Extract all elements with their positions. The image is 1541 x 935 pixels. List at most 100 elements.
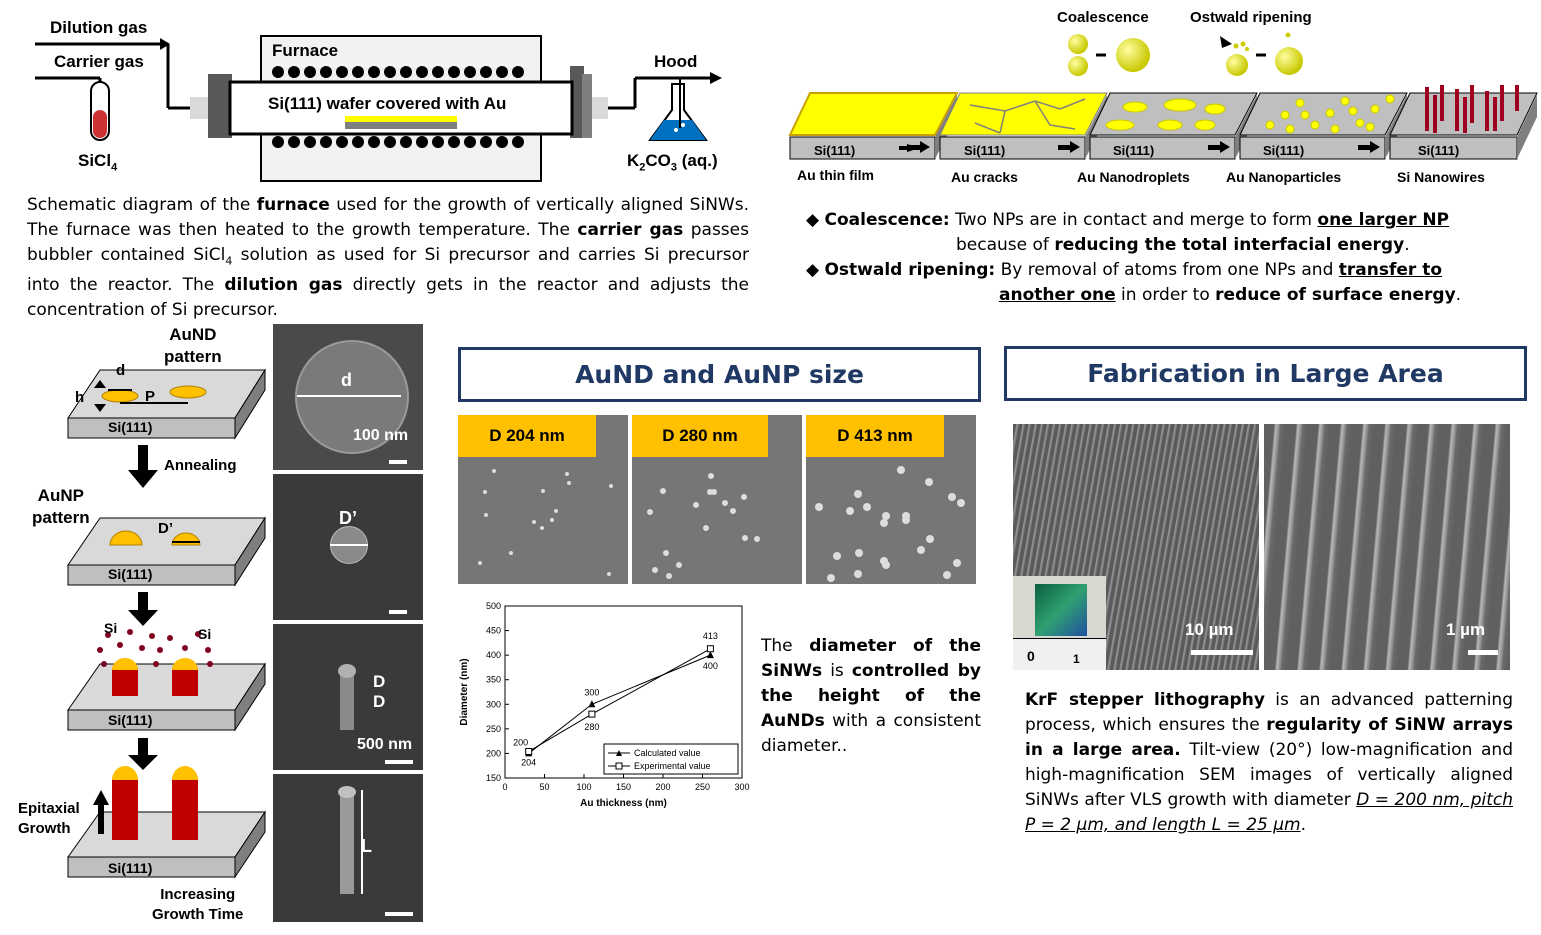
sem-growth-image: D D 500 nm <box>273 624 423 770</box>
nanoparticle-dot <box>477 561 482 566</box>
stage4-label: Au Nanoparticles <box>1226 169 1342 185</box>
sem-low-mag: 0 1 10 µm <box>1013 424 1259 670</box>
legend-marker <box>615 762 623 770</box>
size-description: The diameter of the SiNWs is controlled … <box>761 636 982 756</box>
stage1-substrate: Si(111) <box>814 143 856 158</box>
sem-D-label: D <box>373 672 386 691</box>
scale-bar <box>385 760 413 764</box>
x-tick-label: 150 <box>616 782 631 792</box>
data-label: 400 <box>703 661 718 671</box>
data-point-calculated <box>588 700 596 708</box>
nanoparticle-dot <box>566 480 571 485</box>
nanoparticle-dot <box>692 502 699 509</box>
data-point-experimental <box>588 710 596 718</box>
sample-photo: 0 1 <box>1013 576 1106 670</box>
nanoparticle-dot <box>554 509 559 513</box>
bullet-coalescence: ◆ Coalescence: Two NPs are in contact an… <box>806 210 1450 255</box>
data-point-calculated <box>706 651 714 659</box>
nanoparticle-dot <box>740 494 747 501</box>
nanoparticle-dot <box>854 570 862 579</box>
sem-dprime-label: D’ <box>339 508 357 528</box>
process-sub1: Si(111) <box>108 419 153 435</box>
nanoparticle-dot <box>663 549 670 556</box>
stage4-substrate: Si(111) <box>1263 143 1305 158</box>
nanoparticle-dot <box>882 560 891 569</box>
process-flow <box>67 368 266 879</box>
nanoparticle-dot <box>879 518 888 527</box>
sem-long-wire-image: L <box>273 774 423 922</box>
nanoparticle-dot <box>897 465 906 474</box>
sem-d204: D 204 nm <box>458 415 628 584</box>
y-tick-label: 500 <box>486 601 501 611</box>
process-sub2: Si(111) <box>108 566 153 582</box>
nanoparticle-dot <box>564 471 569 476</box>
carrier-gas-label: Carrier gas <box>54 52 144 71</box>
series-line-1 <box>528 648 711 752</box>
stage3-substrate: Si(111) <box>1113 143 1155 158</box>
sem-aunp-image: D’ <box>273 474 423 620</box>
series-line-0 <box>528 654 711 754</box>
data-point-experimental <box>706 645 714 653</box>
stage-nanoparticles <box>1239 92 1408 160</box>
nanoparticle-dot <box>706 489 713 496</box>
nanoparticle-dot <box>660 488 667 495</box>
diamond-bullet-icon: ◆ <box>806 210 820 230</box>
y-tick-label: 250 <box>486 724 501 734</box>
large-area-description: KrF stepper lithography is an advanced p… <box>1025 690 1513 835</box>
nanoparticle-dot <box>862 503 871 512</box>
nanoparticle-dot <box>730 507 737 514</box>
furnace-schematic <box>35 35 722 182</box>
process-sub4: Si(111) <box>108 860 153 876</box>
nanoparticle-dot <box>532 519 537 524</box>
nanoparticle-dot <box>957 499 966 508</box>
x-tick-label: 200 <box>655 782 670 792</box>
aunp-dprime-label: D’ <box>158 520 173 537</box>
legend-marker <box>616 750 622 756</box>
nanoparticle-dot <box>881 512 890 521</box>
nanoparticle-dot <box>606 571 611 576</box>
y-tick-label: 300 <box>486 699 501 709</box>
tag-d204: D 204 nm <box>458 415 596 457</box>
legend-label: Calculated value <box>634 748 701 758</box>
ripening-mechanism-icons <box>1068 32 1303 76</box>
nanoparticle-dot <box>832 551 841 560</box>
x-tick-label: 300 <box>734 782 749 792</box>
sem-scale-500nm: 500 nm <box>357 736 413 753</box>
nanoparticle-dot <box>550 517 555 522</box>
process-sub3: Si(111) <box>108 712 153 728</box>
stage1-label: Au thin film <box>797 167 874 183</box>
sem-scale-100nm: 100 nm <box>353 427 409 444</box>
scale-10um: 10 µm <box>1185 620 1234 639</box>
sicl4-label: SiCl4 <box>78 151 118 174</box>
nanoparticle-dot <box>722 500 729 506</box>
nanoparticle-dot <box>609 484 614 489</box>
dilution-gas-label: Dilution gas <box>50 18 148 37</box>
sem-d413: D 413 nm <box>806 415 976 584</box>
scale-bar <box>1191 650 1253 655</box>
scale-bar <box>389 460 407 464</box>
tag-d280: D 280 nm <box>632 415 768 457</box>
y-tick-label: 150 <box>486 773 501 783</box>
furnace-caption: Schematic diagram of the furnace used fo… <box>27 195 749 321</box>
nanoparticle-dot <box>953 559 962 568</box>
nanoparticle-dot <box>710 489 717 496</box>
ruler-1: 1 <box>1073 652 1080 666</box>
nanoparticle-dot <box>647 509 654 516</box>
aund-d-label: d <box>116 362 126 379</box>
legend-label: Experimental value <box>634 761 711 771</box>
heater-coils-top <box>272 66 524 78</box>
nanoparticle-dot <box>707 473 714 480</box>
coalescence-label: Coalescence <box>1057 9 1149 26</box>
diamond-bullet-icon: ◆ <box>806 260 820 280</box>
nanoparticle-dot <box>483 490 488 495</box>
sem-aund-image: d 100 nm <box>273 324 423 470</box>
stage3-label: Au Nanodroplets <box>1077 169 1190 185</box>
stage2-substrate: Si(111) <box>964 143 1006 158</box>
nanoparticle-dot <box>484 512 489 517</box>
stage-nanodroplets <box>1089 92 1258 160</box>
size-section-title: AuND and AuNP size <box>458 347 981 402</box>
